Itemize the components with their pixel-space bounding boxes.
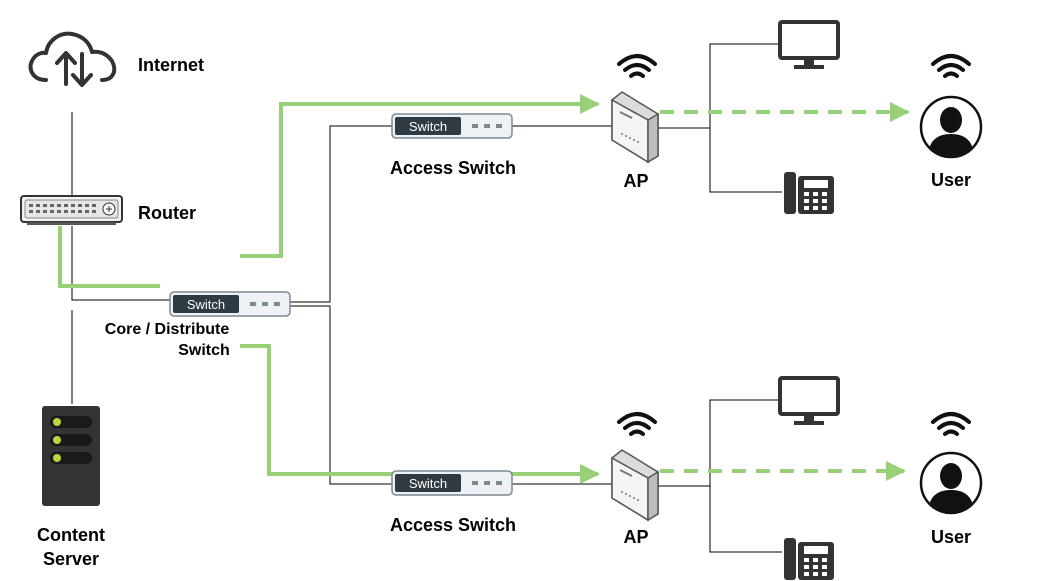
access-switch-top-label: Access Switch	[389, 158, 517, 178]
link-ap-top-phone	[709, 128, 782, 193]
access-point-top-icon	[611, 91, 659, 164]
monitor-icon	[778, 376, 840, 425]
wifi-icon	[931, 412, 971, 436]
link-core-access-top	[290, 125, 394, 303]
traffic-paths	[58, 94, 910, 484]
user-top-label: User	[930, 170, 972, 190]
user-bottom-label: User	[930, 527, 972, 547]
user-avatar-icon	[919, 451, 983, 515]
ap-bottom-label: AP	[623, 527, 649, 547]
monitor-icon	[778, 20, 840, 69]
core-switch-label-line2: Switch	[178, 342, 230, 359]
content-server-label-line2: Server	[42, 549, 100, 569]
router-icon	[20, 195, 123, 225]
ap-top-label: AP	[623, 171, 649, 191]
core-switch-label-line1: Core / Distribute	[104, 321, 230, 338]
access-switch-top-icon: Switch	[391, 113, 513, 139]
router-label: Router	[138, 203, 196, 223]
link-core-access-bottom	[290, 305, 394, 485]
link-ap-bottom-phone	[709, 486, 782, 553]
traffic-core-to-ap-top	[240, 94, 600, 258]
access-switch-bottom-icon: Switch	[391, 470, 513, 496]
wifi-icon	[617, 54, 657, 78]
wifi-icon	[617, 412, 657, 436]
wired-links	[71, 43, 782, 553]
access-switch-bottom-label: Access Switch	[389, 515, 517, 535]
desk-phone-icon	[784, 538, 834, 580]
internet-label: Internet	[138, 55, 205, 75]
access-point-bottom-icon	[611, 449, 659, 522]
cloud-upload-download-icon	[28, 31, 117, 87]
access-switch-bottom-badge: Switch	[409, 476, 447, 491]
link-router-core	[71, 226, 172, 301]
access-switch-top-badge: Switch	[409, 119, 447, 134]
desk-phone-icon	[784, 172, 834, 214]
traffic-core-to-ap-bottom	[240, 344, 600, 484]
link-ap-top-monitor	[709, 43, 780, 192]
wifi-icon	[931, 54, 971, 78]
core-switch-icon: Switch	[169, 291, 291, 317]
content-server-label-line1: Content	[37, 525, 105, 545]
user-avatar-icon	[919, 95, 983, 159]
core-switch-badge: Switch	[187, 297, 225, 312]
server-rack-icon	[42, 406, 100, 506]
link-ap-bottom-monitor	[709, 399, 780, 552]
traffic-router-to-core	[58, 226, 160, 288]
